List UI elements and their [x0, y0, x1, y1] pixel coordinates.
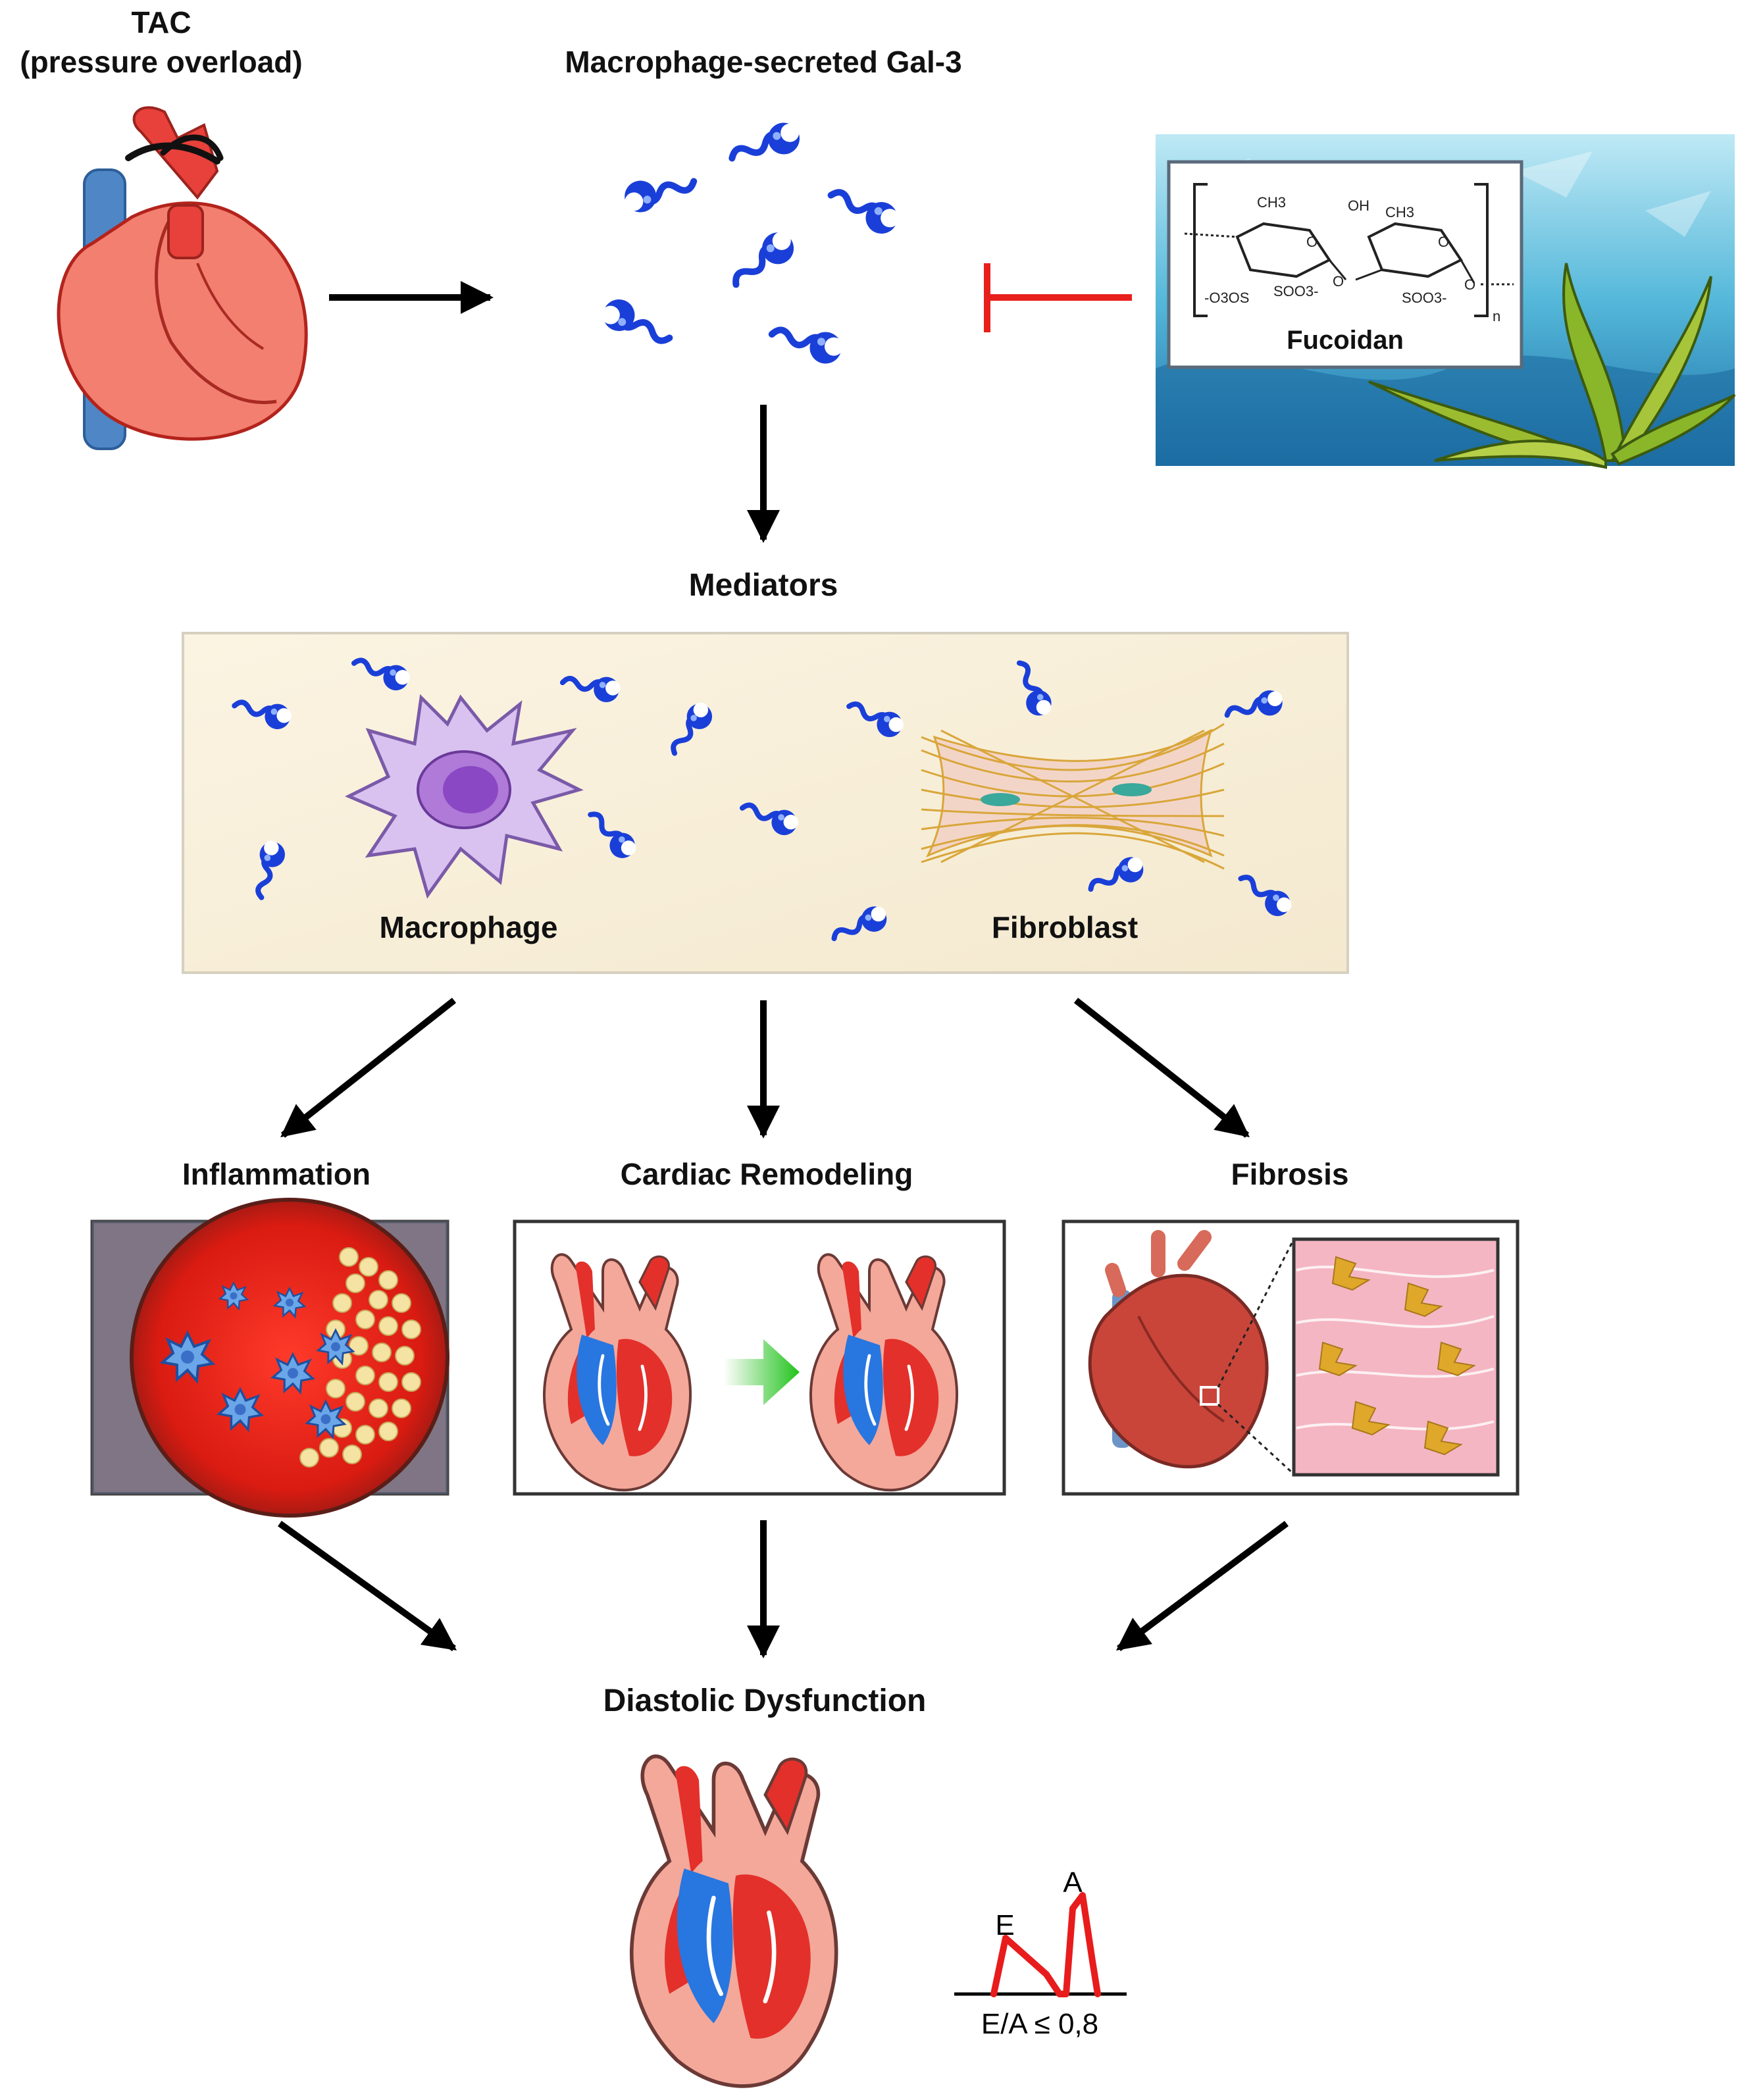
mediators-label: Mediators [689, 568, 838, 603]
arrow-mediators-to-fibrosis [1073, 998, 1250, 1138]
chem-o-link1: O [1333, 273, 1344, 290]
chem-ch3-a: CH3 [1257, 194, 1286, 211]
ea-label-e: E [995, 1909, 1014, 1941]
chem-so3-a: SOO3- [1273, 283, 1318, 299]
fibroblast-label: Fibroblast [992, 910, 1138, 944]
fucoidan-label: Fucoidan [1287, 326, 1404, 355]
ea-ratio-label: E/A ≤ 0,8 [981, 2008, 1098, 2040]
tac-sublabel: (pressure overload) [20, 45, 302, 79]
inflammation-panel [90, 1198, 449, 1518]
chem-o-link2: O [1464, 276, 1475, 293]
gal3-cluster [598, 117, 903, 367]
diastolic-label: Diastolic Dysfunction [603, 1683, 927, 1718]
diastolic-heart [632, 1756, 836, 2086]
chem-o-ring2: O [1438, 234, 1449, 250]
remodeling-label: Cardiac Remodeling [621, 1157, 913, 1191]
ea-label-a: A [1063, 1866, 1083, 1899]
arrow-inflammation-to-diastolic [278, 1520, 457, 1652]
chem-o-ring1: O [1306, 234, 1318, 250]
remodeling-green-arrow [724, 1339, 800, 1405]
chem-so3-b: SOO3- [1402, 290, 1446, 306]
tac-heart-illustration [57, 106, 308, 450]
remodeling-panel [513, 1219, 1006, 1496]
chem-ch3-b: CH3 [1385, 204, 1414, 220]
fibrosis-label: Fibrosis [1231, 1157, 1349, 1191]
fucoidan-panel: CH3 OH CH3 -O3OS SOO3- SOO3- O O O O n F… [1156, 134, 1736, 469]
fibrosis-panel [1062, 1219, 1520, 1496]
chem-o3os: -O3OS [1204, 290, 1249, 306]
tac-label: TAC [131, 5, 191, 39]
macrophage-label: Macrophage [380, 910, 558, 944]
seaweed [1368, 263, 1736, 469]
remodeled-heart [811, 1254, 957, 1490]
normal-heart [544, 1254, 690, 1490]
fibroblast-cell [921, 723, 1225, 870]
fucoidan-inhibition [984, 263, 1132, 332]
mediators-panel: Macrophage Fibroblast [182, 632, 1349, 974]
chem-oh: OH [1348, 197, 1369, 214]
arrow-fibrosis-to-diastolic [1115, 1520, 1289, 1652]
gal3-label: Macrophage-secreted Gal-3 [565, 45, 961, 79]
arrow-mediators-to-inflammation [280, 998, 457, 1138]
chem-n: n [1493, 308, 1500, 324]
macrophage-cell [345, 694, 584, 899]
ea-doppler-trace: E A E/A ≤ 0,8 [954, 1866, 1127, 2040]
inflammation-label: Inflammation [182, 1157, 371, 1191]
